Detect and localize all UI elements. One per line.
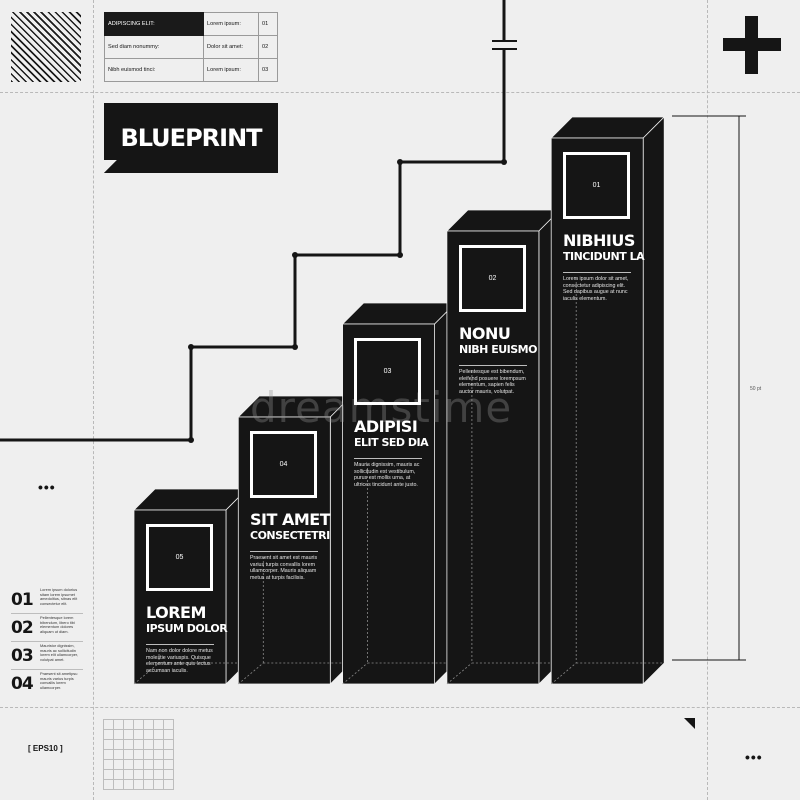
bar-hidden-edge [550, 662, 577, 685]
column-description: Lorem ipsum dolor sit amet, consectetur … [563, 276, 629, 302]
column-subtitle: CONSECTETRI [250, 529, 330, 542]
legend-item: 02 Pellentesque lorem bibendum, libero t… [11, 615, 83, 642]
column-label: NONU NIBH EUISMO [459, 325, 537, 357]
bar-hidden-edge [342, 662, 368, 685]
info-table-row: Nibh euismod tinci: Lorem ipsum: 03 [104, 58, 278, 82]
column-title: NIBHIUS [563, 231, 635, 250]
column-subtitle: ELIT SED DIA [354, 436, 429, 449]
info-cell: Nibh euismod tinci: [104, 58, 204, 82]
info-cell: Dolor sit amet: [203, 35, 259, 59]
column-title: NONU [459, 324, 511, 343]
info-table-row: ADIPISCING ELIT: Lorem ipsum: 01 [104, 12, 278, 36]
bar-hidden-edge [238, 662, 264, 685]
hatch-pattern-icon [11, 12, 81, 82]
divider [354, 458, 422, 459]
column-subtitle: NIBH EUISMO [459, 343, 537, 356]
legend-number: 02 [11, 618, 34, 638]
legend-text: Pellentesque lorem bibendum, libero tibi… [40, 615, 75, 634]
dimension-label: 50 pt [750, 386, 762, 392]
legend-number: 01 [11, 590, 34, 610]
legend-item: 04 Praesent sit ametipsu mauris varius t… [11, 671, 83, 697]
legend-text: Mauristor dignissim, mauris ac sollicitu… [40, 643, 79, 662]
step-line-dots [188, 159, 507, 443]
info-cell: ADIPISCING ELIT: [104, 12, 204, 36]
bar-side-face [642, 116, 665, 685]
number-box: 01 [563, 152, 630, 219]
column-subtitle: TINCIDUNT LA [563, 250, 645, 263]
info-cell: Lorem ipsum: [203, 12, 259, 36]
bar-front-face [550, 137, 644, 685]
column-label: ADIPISI ELIT SED DIA [354, 417, 429, 450]
column-description: Praesent sit amet est mauris varius turp… [250, 555, 318, 581]
divider [250, 551, 318, 552]
number-box: 05 [146, 524, 213, 591]
capacitor-icon [492, 40, 517, 50]
column-label: NIBHIUS TINCIDUNT LA [563, 231, 645, 264]
dimension-line [672, 115, 746, 661]
info-cell: 03 [258, 58, 278, 82]
column-description: Mauris dignissim, mauris ac sollicitudin… [354, 462, 420, 488]
guide-line [707, 0, 708, 800]
info-table: ADIPISCING ELIT: Lorem ipsum: 01 Sed dia… [104, 12, 278, 82]
divider [459, 365, 527, 366]
page-curl-icon [104, 160, 117, 173]
corner-triangle-icon [684, 718, 695, 729]
column-title: SIT AMET [250, 510, 331, 529]
number-box: 03 [354, 338, 421, 405]
grid-pattern-icon [103, 719, 174, 790]
column-title: ADIPISI [354, 417, 418, 436]
legend-text: Praesent sit ametipsu mauris varius turp… [40, 671, 78, 690]
guide-line [93, 0, 94, 800]
legend-text: Lorem ipsum dolorius sitam lorem ipsumet… [40, 587, 78, 606]
number-box: 04 [250, 431, 317, 498]
guide-line [0, 92, 800, 93]
column-title: LOREM [146, 603, 206, 622]
divider [146, 644, 214, 645]
eps-text: EPS10 [32, 744, 58, 753]
column-description: Pellentesque est bibendum, eleifend posu… [459, 369, 526, 395]
bar-01 [550, 116, 666, 685]
ellipsis-icon: ••• [745, 749, 763, 765]
column-label: LOREM IPSUM DOLOR [146, 603, 228, 636]
legend-item: 03 Mauristor dignissim, mauris ac sollic… [11, 643, 83, 670]
number-box: 02 [459, 245, 526, 312]
eps-label: [ EPS10 ] [28, 744, 63, 753]
column-label: SIT AMET CONSECTETRI [250, 510, 331, 543]
info-cell: Lorem ipsum: [203, 58, 259, 82]
divider [563, 272, 631, 273]
guide-line [0, 707, 800, 708]
bar-hidden-edge [133, 662, 160, 685]
plus-icon [745, 16, 758, 74]
legend-number: 04 [11, 674, 34, 694]
column-description: Nam non dolor dolore metus molestie vari… [146, 648, 213, 674]
column-subtitle: IPSUM DOLOR [146, 622, 228, 635]
page-title: BLUEPRINT [104, 103, 278, 173]
info-cell: 01 [258, 12, 278, 36]
legend-number: 03 [11, 646, 34, 666]
ellipsis-icon: ••• [38, 479, 56, 495]
bar-hidden-edge [446, 662, 473, 685]
legend-item: 01 Lorem ipsum dolorius sitam lorem ipsu… [11, 587, 83, 614]
